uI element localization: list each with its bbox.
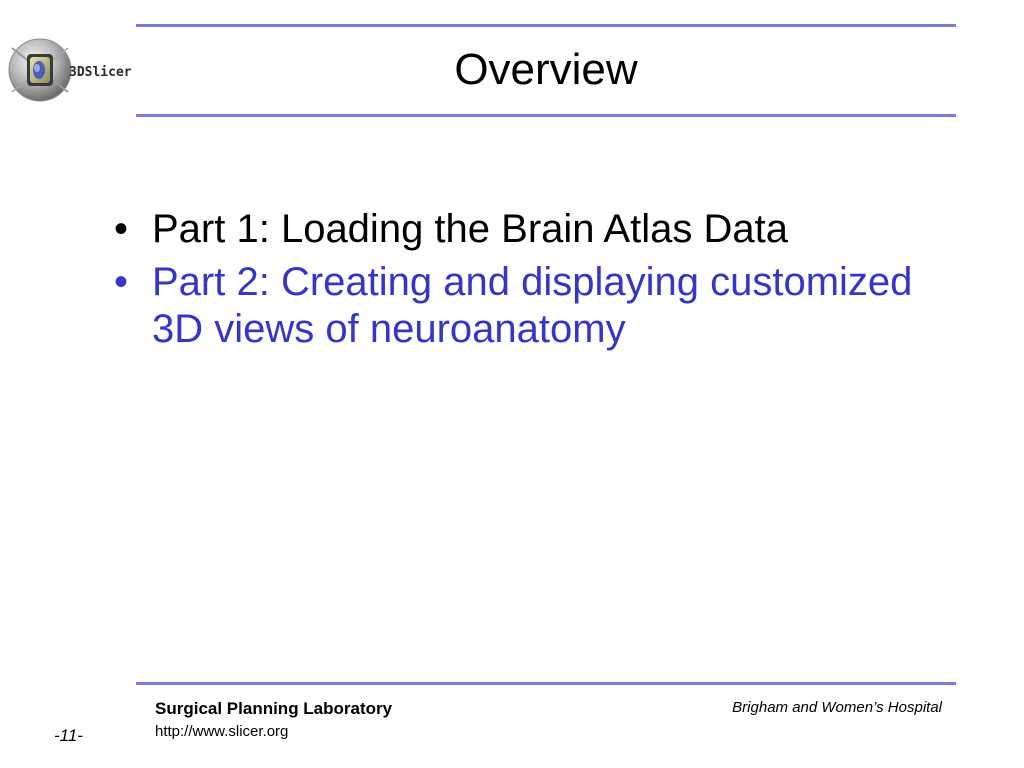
bullet-marker: •	[114, 207, 129, 251]
bullet-item: • Part 2: Creating and displaying custom…	[110, 259, 970, 353]
title-bottom-rule	[136, 114, 956, 117]
slicer-logo: 3DSlicer	[2, 30, 142, 114]
footer-organization: Surgical Planning Laboratory	[155, 699, 393, 718]
svg-text:3DSlicer: 3DSlicer	[69, 65, 132, 80]
slide-title: Overview	[454, 45, 638, 94]
title-top-rule	[136, 24, 956, 27]
bullet-list: • Part 1: Loading the Brain Atlas Data •…	[110, 206, 970, 359]
bullet-marker: •	[114, 260, 129, 304]
footer-url: http://www.slicer.org	[155, 723, 289, 740]
slicer-logo-icon: 3DSlicer	[8, 38, 132, 102]
page-number: -11-	[54, 726, 83, 745]
bullet-item: • Part 1: Loading the Brain Atlas Data	[110, 206, 970, 253]
bullet-text: Part 1: Loading the Brain Atlas Data	[152, 207, 788, 251]
footer-hospital: Brigham and Women’s Hospital	[732, 699, 942, 716]
footer-rule	[136, 682, 956, 685]
bullet-text: Part 2: Creating and displaying customiz…	[152, 260, 913, 351]
